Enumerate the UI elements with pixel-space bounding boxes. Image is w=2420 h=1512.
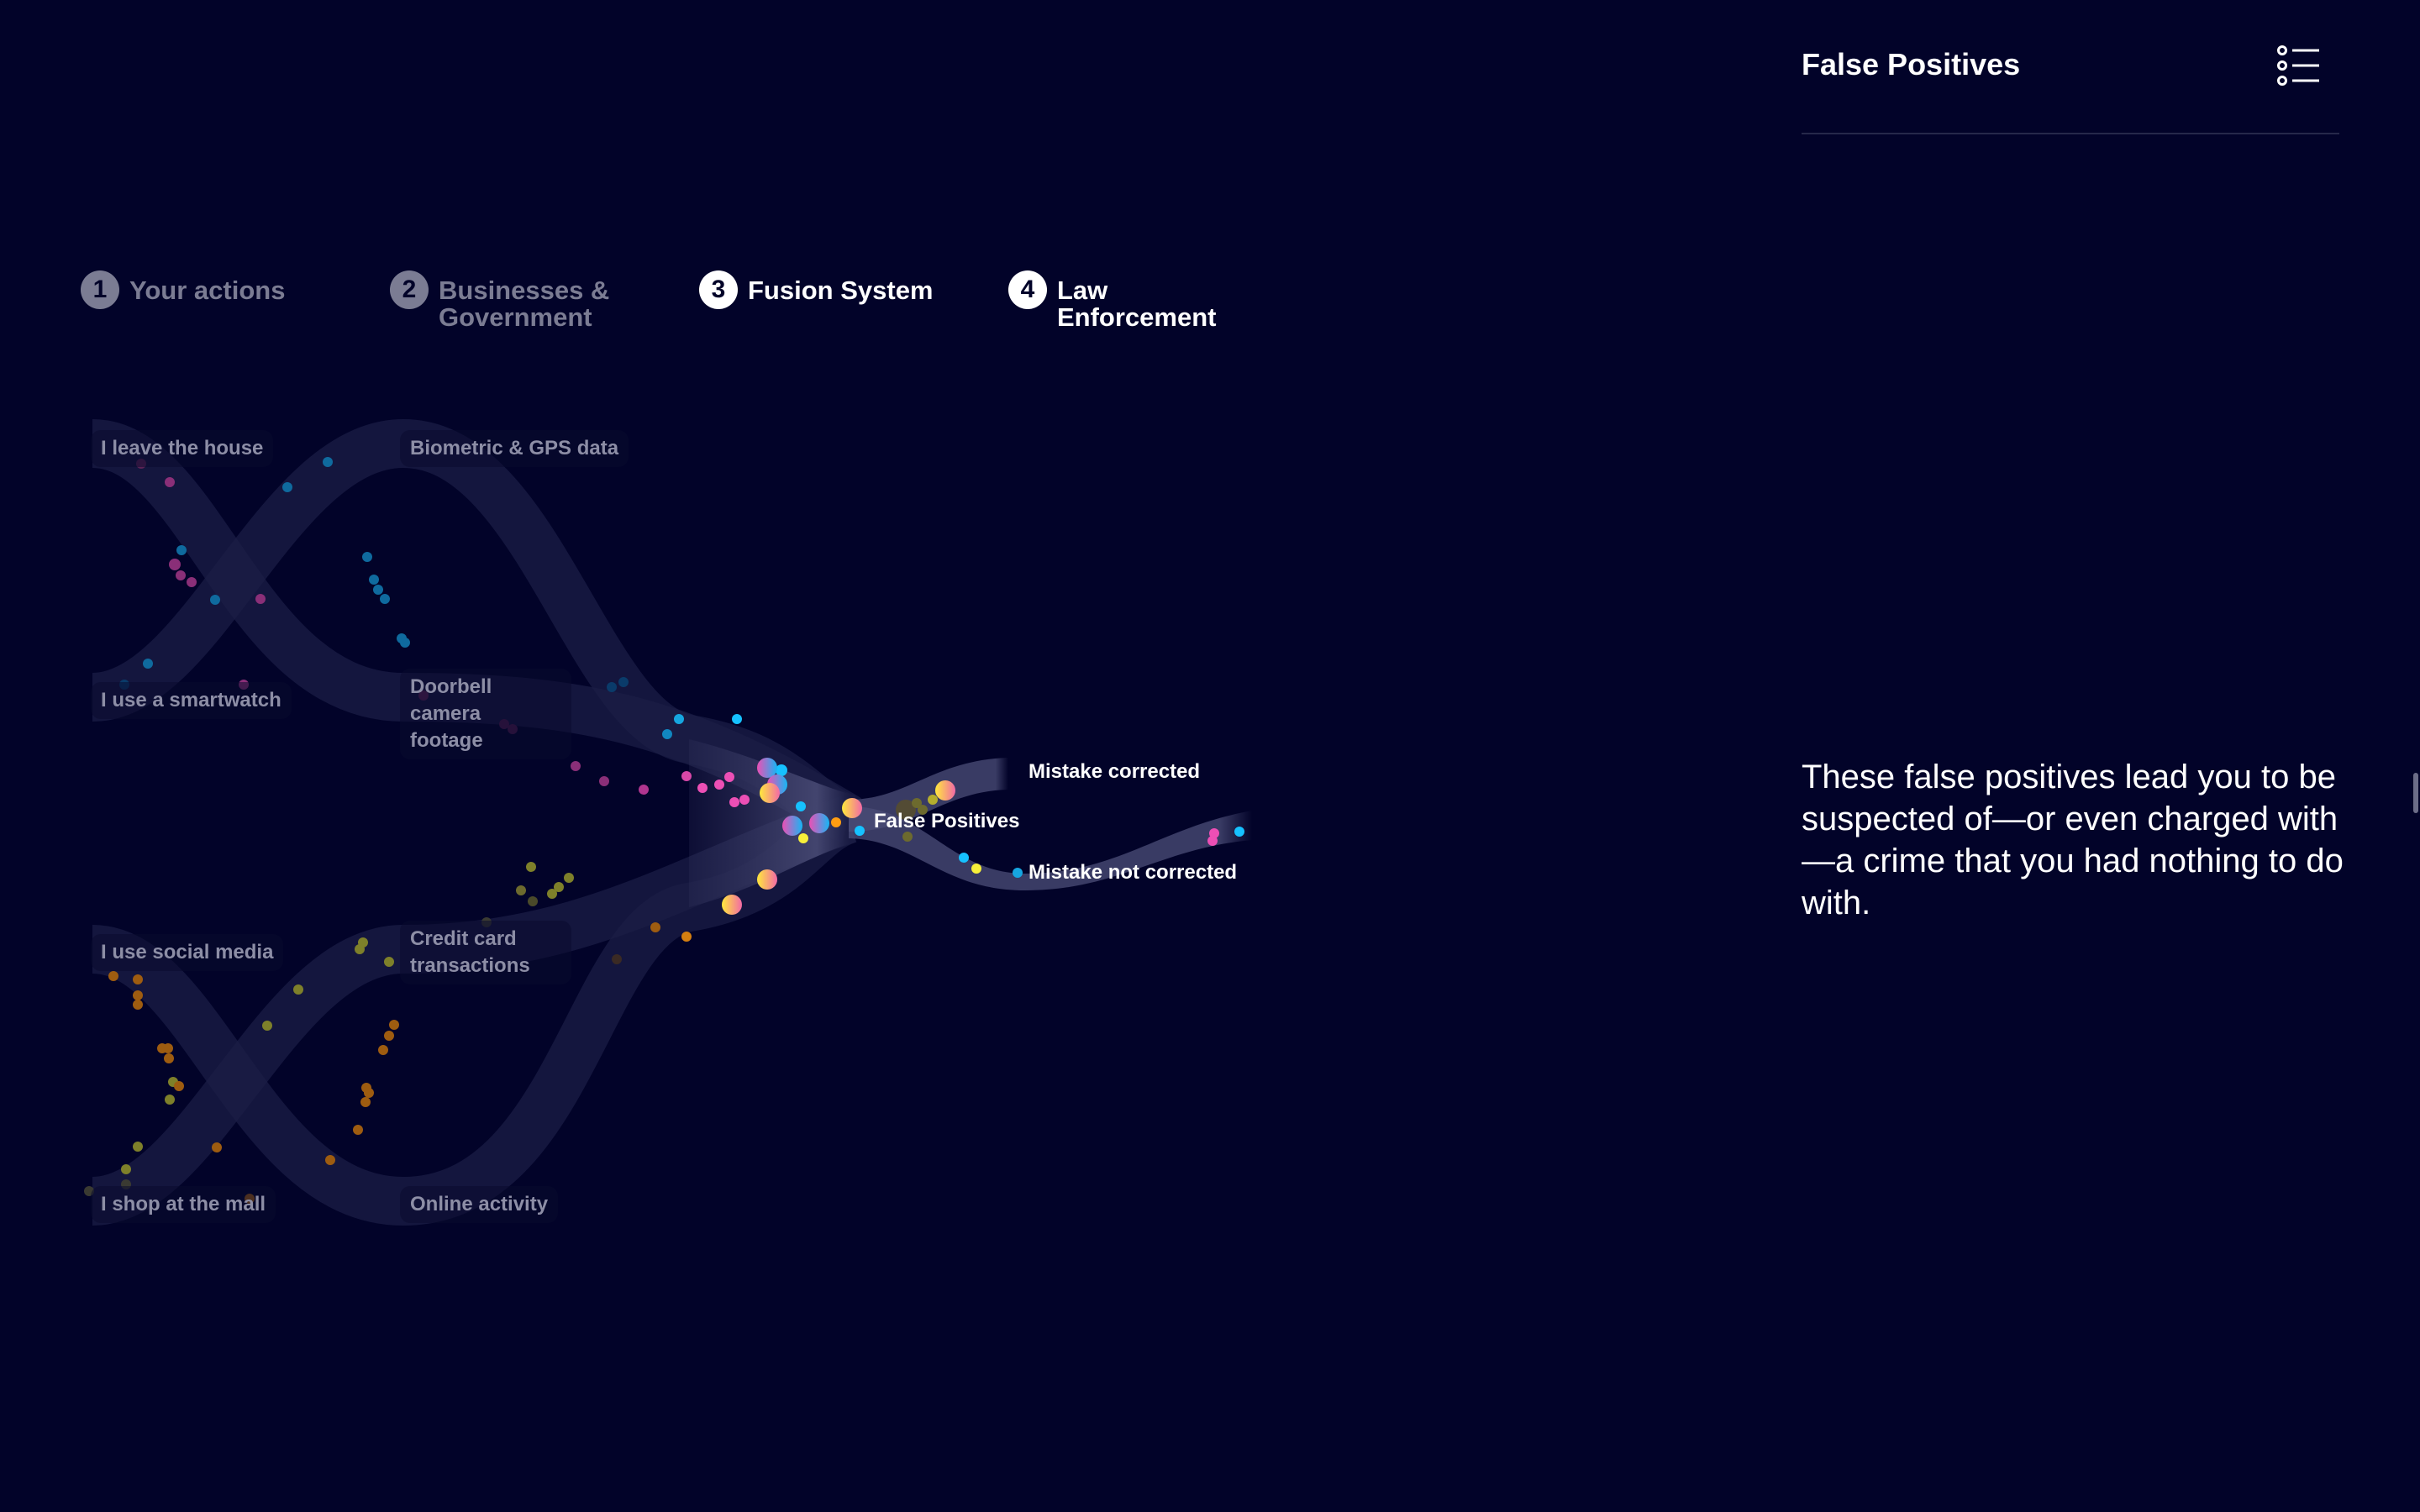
flow-ribbons (84, 419, 1252, 1226)
node-mistake-not-corrected: Mistake not corrected (1028, 861, 1238, 884)
node-online-activity: Online activity (400, 1186, 559, 1223)
step-label: Your actions (129, 276, 286, 305)
scrollbar-thumb[interactable] (2413, 773, 2418, 813)
step-label-line: Law (1057, 276, 1108, 305)
list-menu-icon (2277, 45, 2319, 86)
step-businesses-government[interactable]: 2 Businesses & Government (390, 270, 609, 331)
node-mistake-corrected: Mistake corrected (1028, 760, 1201, 783)
ribbon-mistake-corrected (849, 758, 1008, 832)
node-smartwatch: I use a smartwatch (91, 682, 292, 719)
step-number-badge: 2 (390, 270, 429, 309)
node-label-line: footage (410, 729, 483, 752)
data-particles (84, 457, 1244, 1204)
node-leave-house: I leave the house (91, 430, 274, 467)
step-fusion-system[interactable]: 3 Fusion System (699, 270, 934, 309)
menu-button[interactable] (2275, 44, 2323, 87)
step-number-badge: 1 (81, 270, 119, 309)
node-label-line: Credit card (410, 927, 517, 950)
node-biometric-gps: Biometric & GPS data (400, 430, 629, 467)
node-label-line: Doorbell camera (410, 675, 492, 725)
node-shop-mall: I shop at the mall (91, 1186, 276, 1223)
step-label-line: Government (439, 302, 592, 332)
step-label: Fusion System (748, 276, 934, 305)
narrative-text: These false positives lead you to be sus… (1802, 759, 2344, 921)
step-label: Businesses & Government (439, 270, 609, 331)
step-number-badge: 4 (1008, 270, 1047, 309)
section-title: False Positives (1802, 47, 2021, 81)
node-doorbell-camera: Doorbell camera footage (400, 669, 571, 759)
step-law-enforcement[interactable]: 4 Law Enforcement (1008, 270, 1216, 331)
step-label-line: Enforcement (1057, 302, 1217, 332)
node-false-positives: False Positives (874, 810, 1020, 832)
ribbon-online-to-fusion (402, 795, 858, 1226)
step-label-line: Businesses & (439, 276, 610, 305)
node-social-media: I use social media (91, 934, 284, 971)
step-number-badge: 3 (699, 270, 738, 309)
step-label: Law Enforcement (1057, 270, 1216, 331)
ribbon-mistake-not-corrected (849, 806, 1252, 890)
step-your-actions[interactable]: 1 Your actions (81, 270, 285, 309)
node-credit-card: Credit card transactions (400, 921, 571, 984)
header-divider (1802, 133, 2339, 134)
node-label-line: transactions (410, 954, 530, 977)
